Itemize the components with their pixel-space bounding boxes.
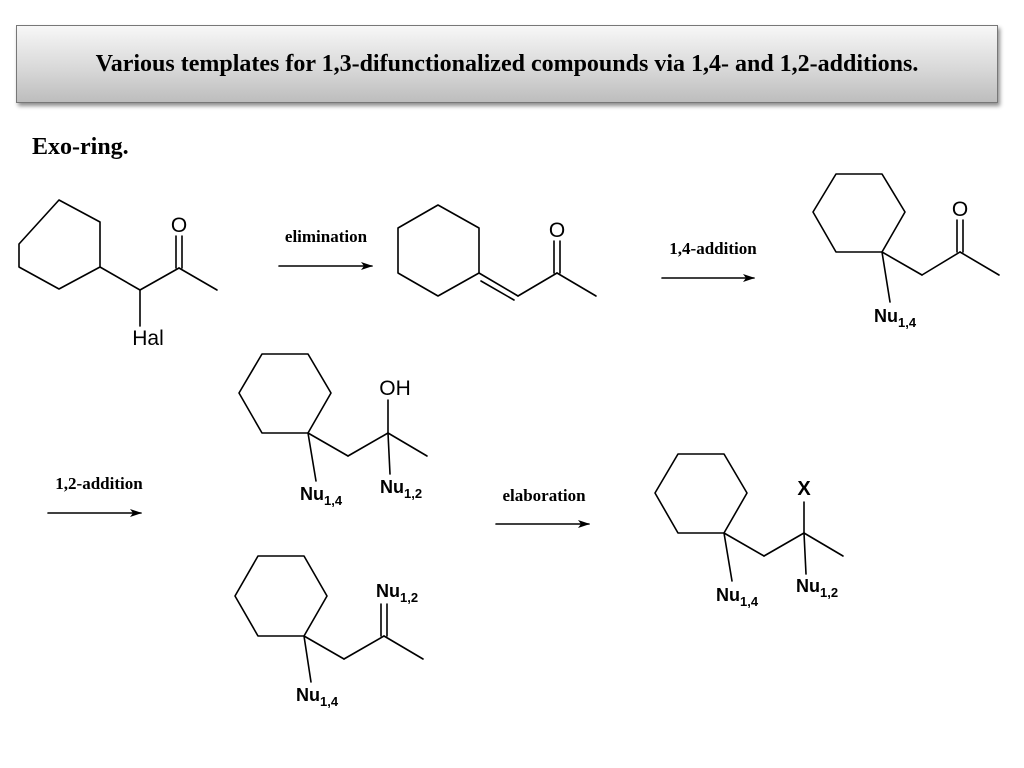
molecule-enone [397, 204, 597, 301]
x-substituent-label: X [797, 478, 811, 500]
section-heading: Exo-ring. [32, 134, 129, 160]
nucleophile-14-label: Nu1,4 [716, 585, 759, 609]
bond [347, 432, 389, 457]
nucleophile-12-label: Nu1,2 [380, 477, 422, 501]
molecule-double-bond-variant [234, 555, 424, 683]
molecule-halo-ketone [18, 199, 218, 327]
bond [723, 532, 765, 557]
nucleophile-14-label: Nu1,4 [296, 685, 339, 709]
cyclohexane-ring [654, 453, 748, 534]
bond [556, 272, 597, 297]
bond [881, 251, 891, 303]
bond [383, 635, 424, 660]
bond [478, 272, 519, 297]
bond [803, 532, 844, 557]
bond [803, 532, 807, 575]
oxygen-label: O [952, 198, 968, 221]
title-banner: Various templates for 1,3-difunctionaliz… [16, 25, 998, 103]
bond [307, 432, 317, 482]
bond [763, 532, 805, 557]
nucleophile-14-label: Nu1,4 [300, 484, 343, 508]
molecule-elaborated-product [654, 453, 844, 582]
bond [881, 251, 923, 276]
bond [307, 432, 349, 457]
bond [387, 432, 391, 475]
bond [303, 635, 345, 660]
bond [139, 267, 180, 291]
bond [303, 635, 312, 683]
cyclohexane-ring [812, 173, 906, 253]
bond [959, 251, 1000, 276]
nucleophile-14-label: Nu1,4 [874, 306, 917, 330]
bond [178, 267, 218, 291]
slide-title: Various templates for 1,3-difunctionaliz… [95, 50, 919, 77]
halogen-label: Hal [132, 327, 164, 350]
bond [99, 266, 141, 291]
oxygen-label: O [549, 219, 565, 242]
molecule-tertiary-alcohol [238, 353, 428, 482]
oxygen-label: O [171, 214, 187, 237]
bond [517, 272, 558, 297]
bond [343, 635, 385, 660]
bond [387, 432, 428, 457]
alkene-bond [480, 280, 515, 301]
bond [921, 251, 961, 276]
label-12-addition: 1,2-addition [55, 474, 143, 493]
cyclohexane-ring [234, 555, 328, 637]
bond [723, 532, 733, 582]
cyclohexane-ring [397, 204, 480, 297]
hydroxyl-label: OH [379, 377, 411, 400]
molecule-14-adduct [812, 173, 1000, 303]
label-elimination: elimination [285, 227, 368, 246]
label-14-addition: 1,4-addition [669, 239, 757, 258]
cyclohexane-ring [238, 353, 332, 434]
nucleophile-12-label: Nu1,2 [376, 581, 418, 605]
nucleophile-12-label: Nu1,2 [796, 576, 838, 600]
label-elaboration: elaboration [502, 486, 586, 505]
cyclohexane-ring [18, 199, 101, 290]
